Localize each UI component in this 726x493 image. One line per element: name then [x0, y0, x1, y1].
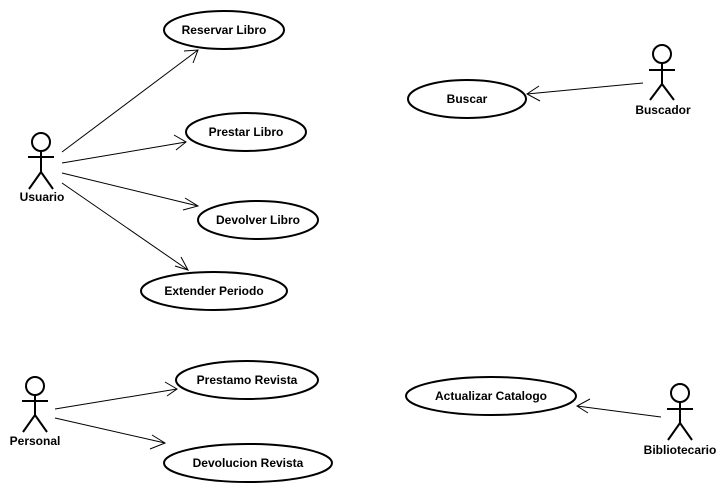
- use-case-extender-periodo[interactable]: Extender Periodo: [140, 271, 288, 311]
- actor-label: Buscador: [635, 103, 691, 117]
- association-arrowhead: [149, 434, 167, 450]
- use-case-label: Prestamo Revista: [197, 373, 298, 387]
- use-case-reservar-libro[interactable]: Reservar Libro: [163, 10, 285, 50]
- association-arrowhead: [174, 256, 190, 271]
- use-case-prestamo-revista[interactable]: Prestamo Revista: [175, 360, 319, 400]
- use-case-label: Prestar Libro: [209, 125, 284, 139]
- associations: [54, 49, 662, 450]
- actor-label: Usuario: [20, 190, 65, 204]
- stick-figure-icon: [22, 376, 48, 433]
- use-case-ellipse: [185, 112, 307, 152]
- use-case-prestar-libro[interactable]: Prestar Libro: [185, 112, 307, 152]
- actor-label: Bibliotecario: [644, 443, 717, 457]
- stick-figure-icon: [667, 383, 693, 441]
- association-buscador-buscar: [526, 82, 644, 95]
- association-arrowhead: [576, 398, 591, 414]
- use-case-label: Actualizar Catalogo: [435, 389, 547, 403]
- use-case-buscar[interactable]: Buscar: [407, 79, 527, 119]
- use-case-label: Devolver Libro: [216, 213, 300, 227]
- association-usuario-extender: [61, 182, 189, 271]
- association-usuario-reservar: [61, 49, 199, 153]
- actor-bibliotecario[interactable]: Bibliotecario: [644, 383, 717, 457]
- use-case-ellipse: [175, 360, 319, 400]
- use-case-devolver-libro[interactable]: Devolver Libro: [197, 200, 319, 240]
- association-arrowhead: [173, 134, 187, 151]
- use-case-ellipse: [163, 10, 285, 50]
- association-personal-devolucion-revista: [54, 417, 166, 444]
- use-case-ellipse: [197, 200, 319, 240]
- actor-usuario[interactable]: Usuario: [20, 132, 65, 204]
- association-personal-prestamo-revista: [54, 388, 178, 410]
- use-case-devolucion-revista[interactable]: Devolucion Revista: [163, 443, 333, 483]
- association-bibliotecario-actualizar: [576, 405, 662, 418]
- association-arrowhead: [164, 381, 178, 397]
- stick-figure-icon: [649, 44, 675, 101]
- actor-personal[interactable]: Personal: [10, 376, 61, 448]
- use-case-actualizar-catalogo[interactable]: Actualizar Catalogo: [405, 376, 577, 416]
- use-case-label: Reservar Libro: [182, 23, 267, 37]
- association-usuario-prestar: [61, 141, 187, 164]
- use-case-label: Buscar: [447, 92, 488, 106]
- use-case-ellipse: [405, 376, 577, 416]
- association-usuario-devolver: [61, 172, 199, 207]
- association-arrowhead: [183, 49, 199, 64]
- stick-figure-icon: [28, 132, 54, 190]
- actor-label: Personal: [10, 434, 61, 448]
- use-case-label: Extender Periodo: [164, 284, 263, 298]
- actor-buscador[interactable]: Buscador: [635, 44, 691, 117]
- association-arrowhead: [526, 85, 541, 102]
- use-case-ellipse: [140, 271, 288, 311]
- association-arrowhead: [182, 197, 200, 211]
- use-case-ellipse: [163, 443, 333, 483]
- use-case-label: Devolucion Revista: [193, 456, 304, 470]
- use-case-ellipse: [407, 79, 527, 119]
